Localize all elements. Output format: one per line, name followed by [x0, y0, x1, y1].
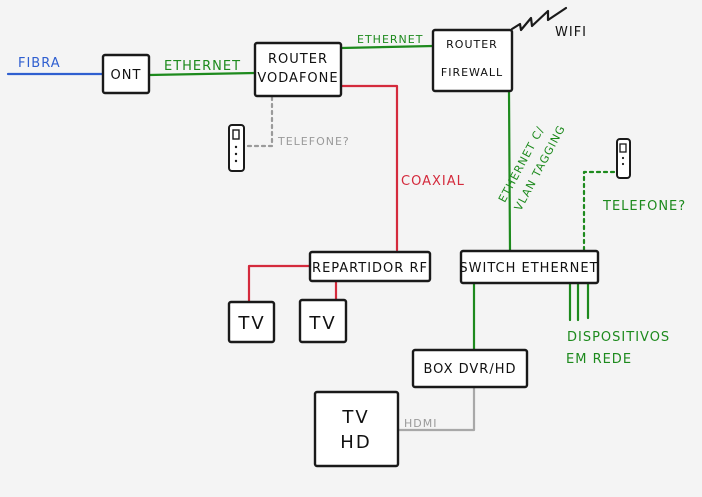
repartidor-label: REPARTIDOR RF	[312, 261, 428, 276]
dispositivos-label-2: EM REDE	[566, 352, 632, 367]
router-firewall-label-2: FIREWALL	[441, 66, 503, 79]
ont-label: ONT	[111, 68, 142, 83]
telefone-label-2: TELEFONE?	[602, 199, 686, 214]
wifi-signal-icon	[510, 6, 568, 32]
ethernet-label-1: ETHERNET	[164, 59, 241, 74]
router-vodafone-label-2: VODAFONE	[257, 71, 338, 86]
tv-hd-label-1: TV	[341, 407, 369, 428]
ont-box	[101, 53, 151, 95]
hdmi-label: HDMI	[404, 417, 437, 430]
phone-icon	[228, 124, 245, 172]
ethernet-link-routers	[339, 44, 435, 50]
telefone-label-1: TELEFONE?	[277, 135, 350, 148]
box-dvr-box	[411, 348, 529, 389]
fibra-label: FIBRA	[18, 56, 61, 71]
box-dvr-label: BOX DVR/HD	[423, 362, 516, 377]
tv2-box	[298, 298, 348, 344]
tv-hd-label-2: HD	[340, 432, 371, 453]
ethernet-link-ont-router	[147, 71, 257, 77]
tv-hd-box	[313, 390, 400, 468]
hdmi-link	[396, 386, 476, 432]
repartidor-box	[308, 250, 432, 283]
router-vodafone-box	[253, 41, 343, 98]
switch-label: SWITCH ETHERNET	[459, 261, 598, 276]
phone-icon	[616, 138, 631, 179]
ethernet-link-devices	[568, 281, 590, 322]
coaxial-link	[338, 84, 399, 252]
wifi-label: WIFI	[555, 25, 587, 40]
tv1-box	[227, 300, 276, 344]
router-vodafone-label-1: ROUTER	[268, 52, 328, 67]
ethernet-vlan-link	[507, 90, 512, 253]
switch-box	[459, 249, 600, 285]
ethernet-label-2: ETHERNET	[357, 33, 423, 46]
router-firewall-label-1: ROUTER	[446, 38, 498, 51]
router-firewall-box	[431, 28, 514, 93]
dispositivos-label-1: DISPOSITIVOS	[567, 330, 670, 345]
tv2-label: TV	[308, 313, 336, 334]
phone-link-1	[244, 95, 274, 148]
coaxial-link-tv1	[247, 264, 312, 304]
coaxial-label: COAXIAL	[401, 174, 465, 189]
tv1-label: TV	[237, 313, 265, 334]
phone-link-2	[582, 170, 624, 252]
